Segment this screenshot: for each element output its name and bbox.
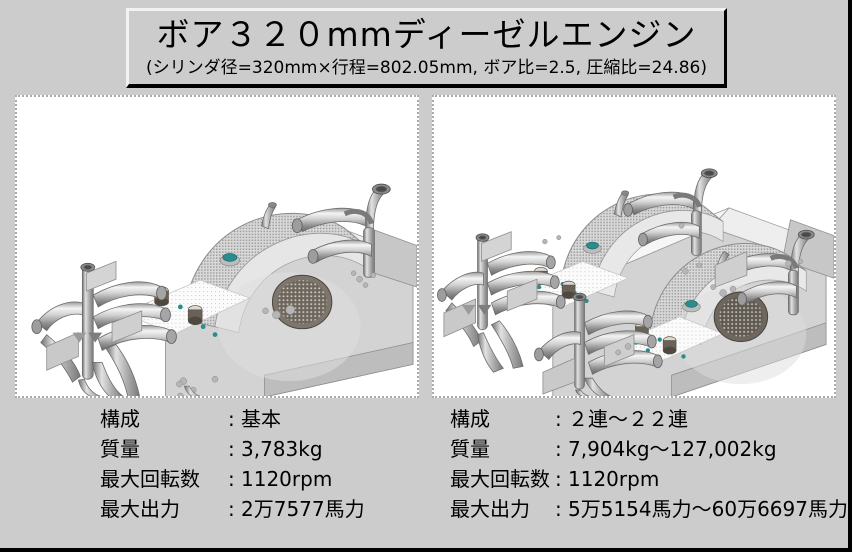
engine-image-panel-left [15, 95, 419, 398]
spec-colon: : [555, 437, 562, 461]
spec-colon: : [228, 407, 235, 431]
spec-value: 1120rpm [241, 467, 333, 491]
spec-label: 質量 [100, 437, 140, 461]
spec-row: 質量 : 3,783kg [100, 434, 365, 464]
engine-image-panel-right [432, 95, 836, 398]
spec-colon: : [228, 497, 235, 521]
spec-list-right: 構成 : ２連～２２連 質量 : 7,904kg～127,002kg 最大回転数… [450, 404, 848, 524]
spec-colon: : [228, 467, 235, 491]
spec-row: 構成 : 基本 [100, 404, 365, 434]
spec-value: ２連～２２連 [568, 407, 688, 431]
spec-value: 7,904kg～127,002kg [568, 437, 777, 461]
engine-render-multi-unit-icon [434, 97, 834, 396]
spec-label: 最大出力 [450, 497, 530, 521]
spec-label: 構成 [450, 407, 490, 431]
spec-row: 最大出力 : 5万5154馬力～60万6697馬力 [450, 494, 848, 524]
spec-row: 構成 : ２連～２２連 [450, 404, 848, 434]
spec-value: 3,783kg [241, 437, 323, 461]
spec-value: 1120rpm [568, 467, 660, 491]
spec-colon: : [555, 407, 562, 431]
spec-value: 5万5154馬力～60万6697馬力 [568, 497, 848, 521]
page-title: ボア３２０mmディーゼルエンジン [156, 15, 697, 54]
spec-list-left: 構成 : 基本 質量 : 3,783kg 最大回転数 : 1120rpm 最大出… [100, 404, 365, 524]
spec-value: 基本 [241, 407, 281, 431]
spec-colon: : [555, 467, 562, 491]
spec-value: 2万7577馬力 [241, 497, 365, 521]
spec-row: 最大回転数 : 1120rpm [450, 464, 848, 494]
spec-row: 最大出力 : 2万7577馬力 [100, 494, 365, 524]
spec-label: 構成 [100, 407, 140, 431]
spec-row: 最大回転数 : 1120rpm [100, 464, 365, 494]
page-subtitle: (シリンダ径=320mm×行程=802.05mm, ボア比=2.5, 圧縮比=2… [146, 58, 707, 78]
spec-label: 質量 [450, 437, 490, 461]
spec-row: 質量 : 7,904kg～127,002kg [450, 434, 848, 464]
spec-colon: : [555, 497, 562, 521]
engine-render-single-unit-icon [17, 97, 417, 396]
spec-label: 最大回転数 [100, 467, 200, 491]
spec-label: 最大出力 [100, 497, 180, 521]
spec-colon: : [228, 437, 235, 461]
title-plate: ボア３２０mmディーゼルエンジン (シリンダ径=320mm×行程=802.05m… [126, 8, 727, 88]
spec-label: 最大回転数 [450, 467, 550, 491]
